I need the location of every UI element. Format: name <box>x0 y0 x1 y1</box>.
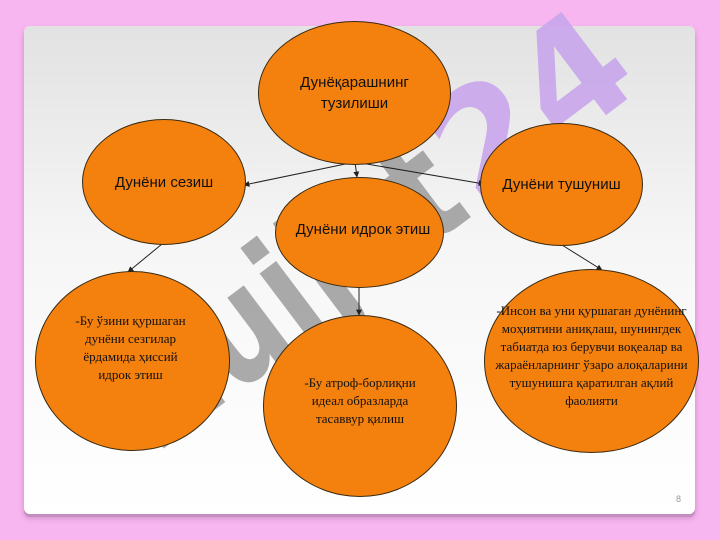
arrow-root-to-left <box>243 161 356 187</box>
branch-node-perceiving <box>275 177 444 288</box>
detail-node-sensing: -Бу ўзини қуршаган дунёни сезгилар ёрдам… <box>35 271 230 451</box>
detail-text-sensing: -Бу ўзини қуршаган дунёни сезгилар ёрдам… <box>75 313 186 382</box>
branch-label-understanding: Дунёни тушуниш <box>502 176 621 193</box>
arrow-left-to-detail <box>127 243 163 273</box>
branch-label-sensing: Дунёни сезиш <box>114 173 214 191</box>
branch-node-understanding: Дунёни тушуниш <box>480 123 643 246</box>
branch-label-perceiving: Дунёни идрок этиш <box>295 221 431 238</box>
detail-node-perceiving: -Бу атроф-борлиқни идеал образларда таса… <box>263 315 457 497</box>
page-number: 8 <box>676 494 682 504</box>
detail-node-understanding: -Инсон ва уни қуршаган дунёнинг моҳиятин… <box>484 269 699 453</box>
root-node: Дунёқарашнинг тузилиши <box>258 21 451 165</box>
root-label: Дунёқарашнинг тузилиши <box>300 74 409 112</box>
arrow-right-to-detail <box>561 244 603 271</box>
branch-node-sensing: Дунёни сезиш <box>82 119 246 245</box>
detail-text-understanding: -Инсон ва уни қуршаган дунёнинг моҳиятин… <box>495 303 688 408</box>
arrow-root-to-right <box>354 161 485 187</box>
detail-text-perceiving: -Бу атроф-борлиқни идеал образларда таса… <box>304 375 416 426</box>
